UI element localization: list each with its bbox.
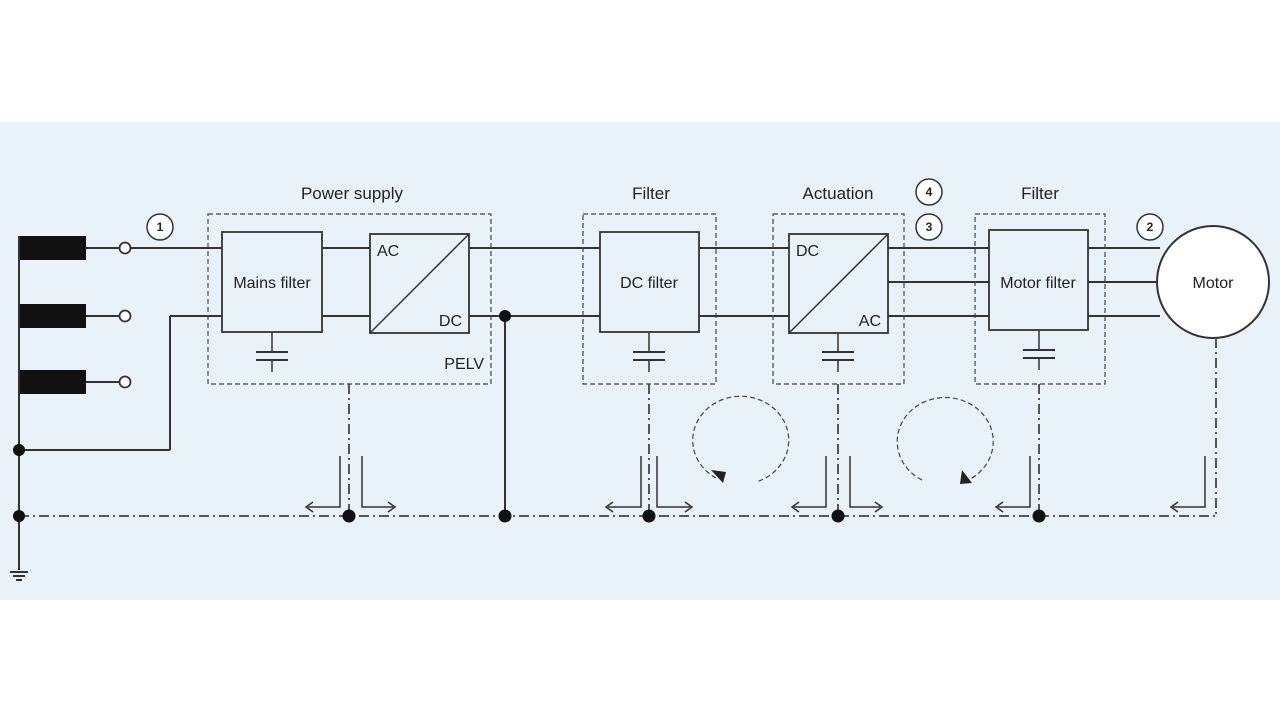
circulating-current-loop-1 xyxy=(692,395,790,483)
marker-2: 2 xyxy=(1136,213,1164,241)
svg-text:3: 3 xyxy=(926,220,933,234)
dc-ac-converter-block xyxy=(788,233,889,334)
pelv-label: PELV xyxy=(444,356,484,373)
marker-1: 1 xyxy=(146,213,174,241)
ac-dc-converter-block xyxy=(369,233,470,334)
motor-filter-label: Motor filter xyxy=(1000,275,1076,292)
motor-symbol xyxy=(1156,225,1270,339)
mains-filter-block xyxy=(221,231,323,333)
section-title-filter-2: Filter xyxy=(1021,184,1059,203)
motor-label: Motor xyxy=(1193,275,1235,292)
ground-icon xyxy=(10,571,28,581)
section-title-actuation: Actuation xyxy=(803,184,874,203)
mains-filter-label: Mains filter xyxy=(233,275,311,292)
capacitors xyxy=(256,330,1055,372)
marker-3: 3 xyxy=(915,213,943,241)
junction-dots xyxy=(13,310,1046,523)
svg-text:1: 1 xyxy=(157,220,164,234)
circulating-current-loop-2 xyxy=(896,396,994,484)
marker-4: 4 xyxy=(915,178,943,206)
svg-text:2: 2 xyxy=(1147,220,1154,234)
dc-label: DC xyxy=(439,313,462,330)
main-wiring xyxy=(19,247,1160,516)
earth-lines xyxy=(19,338,1217,517)
section-title-filter-1: Filter xyxy=(632,184,670,203)
dc-filter-label: DC filter xyxy=(620,275,678,292)
dc-input-label: DC xyxy=(796,243,819,260)
ac-label: AC xyxy=(377,243,399,260)
ac-output-label: AC xyxy=(859,313,881,330)
source-windings xyxy=(18,236,132,570)
motor-filter-block xyxy=(988,229,1089,331)
section-title-power-supply: Power supply xyxy=(301,184,404,203)
enclosures xyxy=(207,213,1106,385)
svg-text:4: 4 xyxy=(926,185,933,199)
leakage-current-arrows xyxy=(304,456,1206,513)
